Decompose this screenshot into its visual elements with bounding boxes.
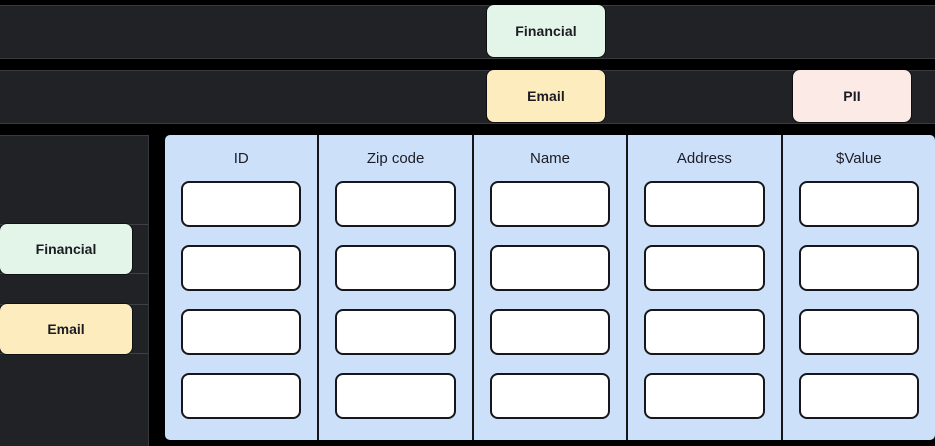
tag-row-financial — [0, 5, 935, 59]
table-cell[interactable] — [644, 181, 765, 227]
table-column-name: Name — [474, 135, 629, 440]
table-cell[interactable] — [644, 309, 765, 355]
table-cell[interactable] — [181, 309, 302, 355]
table-cell[interactable] — [335, 245, 456, 291]
column-header-name: Name — [530, 149, 571, 167]
table-column-id: ID — [165, 135, 320, 440]
table-cell[interactable] — [644, 373, 765, 419]
column-cells-address — [644, 181, 765, 440]
sidebar-item-financial[interactable]: Financial — [0, 224, 132, 274]
table-cell[interactable] — [489, 181, 611, 227]
table-cell[interactable] — [335, 309, 456, 355]
column-header-zip-code: Zip code — [366, 149, 425, 167]
column-cells-id — [181, 181, 302, 440]
tag-row-email-pii — [0, 70, 935, 124]
tag-pill-pii-top[interactable]: PII — [793, 70, 911, 122]
table-cell[interactable] — [798, 309, 920, 355]
table-column-address: Address — [628, 135, 783, 440]
column-cells-name — [489, 181, 611, 440]
table-cell[interactable] — [798, 373, 920, 419]
tag-pill-email-top[interactable]: Email — [487, 70, 605, 122]
column-cells-value — [798, 181, 920, 440]
table-column-zip-code: Zip code — [319, 135, 474, 440]
column-header-id: ID — [233, 149, 249, 167]
column-cells-zip-code — [335, 181, 456, 440]
table-cell[interactable] — [335, 181, 456, 227]
table-column-value: $Value — [783, 135, 935, 440]
sidebar-panel: Financial Email — [0, 135, 149, 446]
table-cell[interactable] — [798, 181, 920, 227]
table-cell[interactable] — [644, 245, 765, 291]
table-cell[interactable] — [489, 373, 611, 419]
table-cell[interactable] — [335, 373, 456, 419]
tag-pill-financial-top[interactable]: Financial — [487, 5, 605, 57]
column-header-value: $Value — [836, 149, 882, 167]
table-cell[interactable] — [489, 245, 611, 291]
table-cell[interactable] — [181, 245, 302, 291]
table-cell[interactable] — [798, 245, 920, 291]
data-table: ID Zip code Name — [165, 135, 935, 440]
sidebar-item-email[interactable]: Email — [0, 304, 132, 354]
table-cell[interactable] — [181, 181, 302, 227]
table-cell[interactable] — [181, 373, 302, 419]
table-cell[interactable] — [489, 309, 611, 355]
column-header-address: Address — [676, 149, 732, 167]
